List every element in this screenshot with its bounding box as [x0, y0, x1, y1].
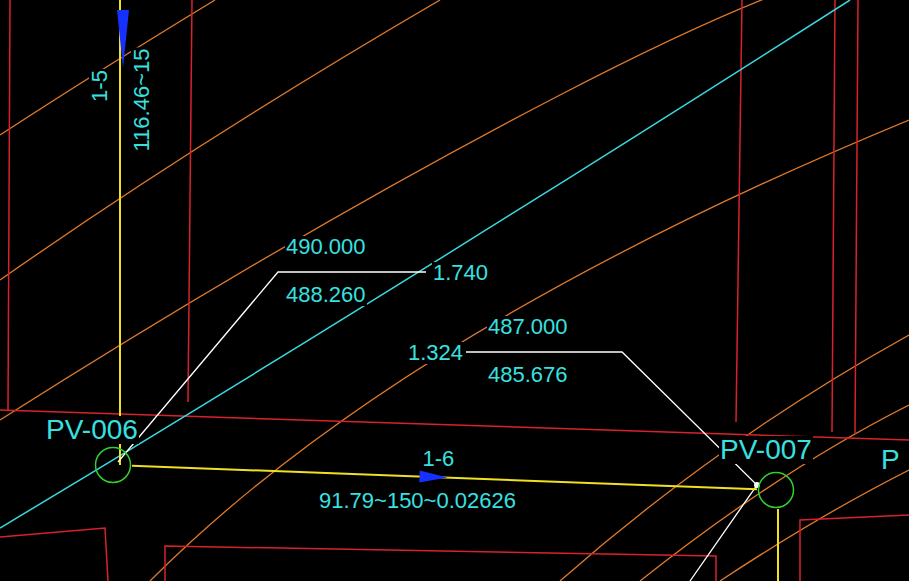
- pipe-id: 1-6: [422, 448, 456, 470]
- manhole-circle: [757, 471, 795, 509]
- pipe-annotation: 487.000: [487, 316, 569, 338]
- pipe-annotation: 488.260: [285, 284, 367, 306]
- manhole-node: PV-006: [94, 446, 132, 484]
- pipe-annotation: 116.46~15: [131, 48, 153, 153]
- manhole-circle: [94, 446, 132, 484]
- pipe-annotation: P: [880, 446, 901, 474]
- pipe-annotation: 490.000: [285, 236, 367, 258]
- pipe-annotation: 1.324: [407, 342, 464, 364]
- pipe-annotation: 91.79~150~0.02626: [318, 490, 517, 512]
- pipe-annotation: 1-5: [89, 69, 111, 103]
- manhole-node: PV-007: [757, 471, 795, 509]
- pipe-annotation: 1.740: [432, 262, 489, 284]
- manhole-id: PV-007: [719, 436, 813, 464]
- pipe-annotation: 485.676: [487, 364, 569, 386]
- manhole-id: PV-006: [45, 416, 139, 444]
